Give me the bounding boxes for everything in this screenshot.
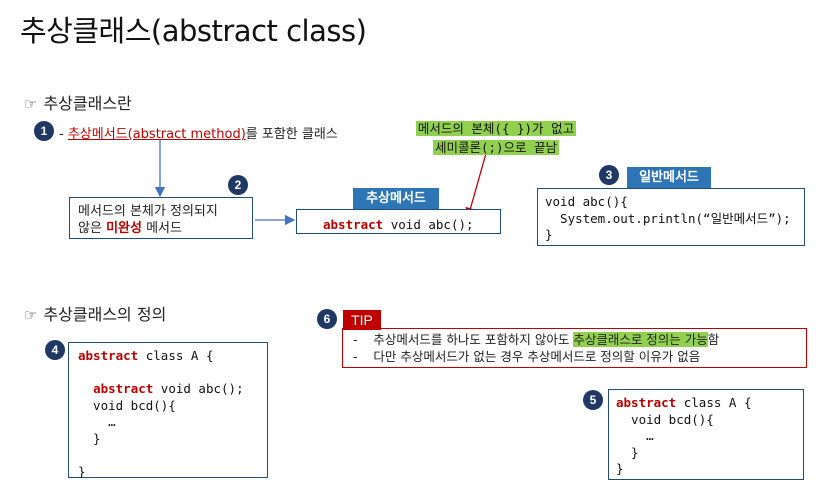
incomplete-method-box: 메서드의 본체가 정의되지 않은 미완성 메서드 [69, 197, 253, 239]
abstract-keyword: abstract [323, 217, 384, 232]
box4-line-8: } [78, 463, 86, 479]
box2-line-2-post: 메서드 [141, 221, 182, 236]
box4-indent [78, 381, 93, 396]
box3-line-1: void abc(){ [545, 194, 628, 209]
box5-line-1: abstract class A { [616, 395, 803, 412]
tip-dash-1: - [353, 332, 358, 347]
tip-line-2-text: 다만 추상메서드가 없는 경우 추상메서드로 정의할 이유가 없음 [373, 349, 701, 364]
box4-line-3: abstract void abc(); [78, 381, 267, 398]
box3-line-3: } [545, 227, 553, 242]
box2-line-1: 메서드의 본체가 정의되지 [78, 204, 218, 219]
tip-line-1-post: 함 [707, 332, 720, 347]
tip-line-2: - 다만 추상메서드가 없는 경우 추상메서드로 정의할 이유가 없음 [353, 348, 806, 365]
abstract-method-code: void abc(); [383, 217, 474, 232]
box3-line-2: System.out.println(“일반메서드”); [545, 210, 791, 226]
badge-5: 5 [583, 390, 603, 410]
note-line-2: 세미콜론(;)으로 끝남 [432, 140, 560, 155]
box4-line-6: } [78, 430, 101, 446]
semicolon-note: 메서드의 본체({ })가 없고 세미콜론(;)으로 끝남 [410, 118, 582, 156]
box5-keyword: abstract [616, 395, 677, 410]
page-title: 추상클래스(abstract class) [20, 14, 367, 48]
normal-method-box: void abc(){ System.out.println(“일반메서드”);… [537, 188, 805, 246]
box4-line-5: … [78, 414, 116, 429]
badge-2: 2 [228, 175, 248, 195]
tip-dash-2: - [353, 349, 358, 364]
tip-box: - 추상메서드를 하나도 포함하지 않아도 추상클래스로 정의는 가능함 - 다… [342, 328, 807, 368]
arrow-note-to-semicolon [465, 149, 488, 219]
incomplete-word: 미완성 [106, 221, 142, 236]
box4-line-7 [78, 447, 267, 464]
abstract-method-box: abstract void abc(); [296, 209, 501, 234]
section-heading-1: ☞ 추상클래스란 [24, 90, 132, 114]
abstract-method-label: 추상메서드 [353, 188, 439, 209]
tip-label: TIP [343, 310, 381, 330]
pointing-hand-icon-2: ☞ [24, 306, 38, 324]
definition-link-abstract-method[interactable]: 추상메서드(abstract method) [67, 127, 246, 142]
section-heading-2-text: 추상클래스의 정의 [43, 305, 167, 324]
box4-line-3-rest: void abc(); [153, 381, 244, 396]
pointing-hand-icon: ☞ [24, 95, 38, 113]
box4-keyword-2: abstract [93, 381, 154, 396]
badge-6: 6 [317, 309, 337, 329]
section-heading-2: ☞ 추상클래스의 정의 [24, 301, 166, 325]
box5-line-1-rest: class A { [676, 395, 752, 410]
badge-4: 4 [45, 340, 65, 360]
definition-text: - 추상메서드(abstract method)를 포함한 클래스 [59, 123, 338, 142]
box4-keyword-1: abstract [78, 348, 139, 363]
box5-line-4: } [616, 444, 639, 460]
box4-line-1-rest: class A { [138, 348, 214, 363]
abstract-class-example-box: abstract class A { abstract void abc(); … [68, 342, 268, 479]
box4-line-2 [78, 365, 267, 382]
badge-1: 1 [34, 121, 54, 141]
tip-line-1: - 추상메서드를 하나도 포함하지 않아도 추상클래스로 정의는 가능함 [353, 331, 806, 348]
badge-3: 3 [599, 165, 619, 185]
tip-line-1-pre: 추상메서드를 하나도 포함하지 않아도 [373, 332, 574, 347]
box5-line-5: } [616, 461, 624, 476]
box2-line-2-pre: 않은 [78, 221, 107, 236]
box2-line-2: 않은 미완성 메서드 [78, 220, 252, 237]
box4-line-1: abstract class A { [78, 348, 267, 365]
note-line-1: 메서드의 본체({ })가 없고 [415, 121, 577, 136]
box5-line-3: … [616, 428, 654, 443]
box5-line-2: void bcd(){ [616, 411, 714, 427]
box4-line-4: void bcd(){ [78, 397, 176, 413]
definition-rest: 를 포함한 클래스 [245, 127, 338, 142]
tip-highlight: 추상클래스로 정의는 가능 [573, 332, 708, 347]
normal-method-label: 일반메서드 [627, 167, 711, 188]
section-heading-1-text: 추상클래스란 [43, 94, 132, 113]
definition-dash: - [59, 127, 64, 142]
class-without-abstract-method-box: abstract class A { void bcd(){ … } } [608, 389, 804, 480]
